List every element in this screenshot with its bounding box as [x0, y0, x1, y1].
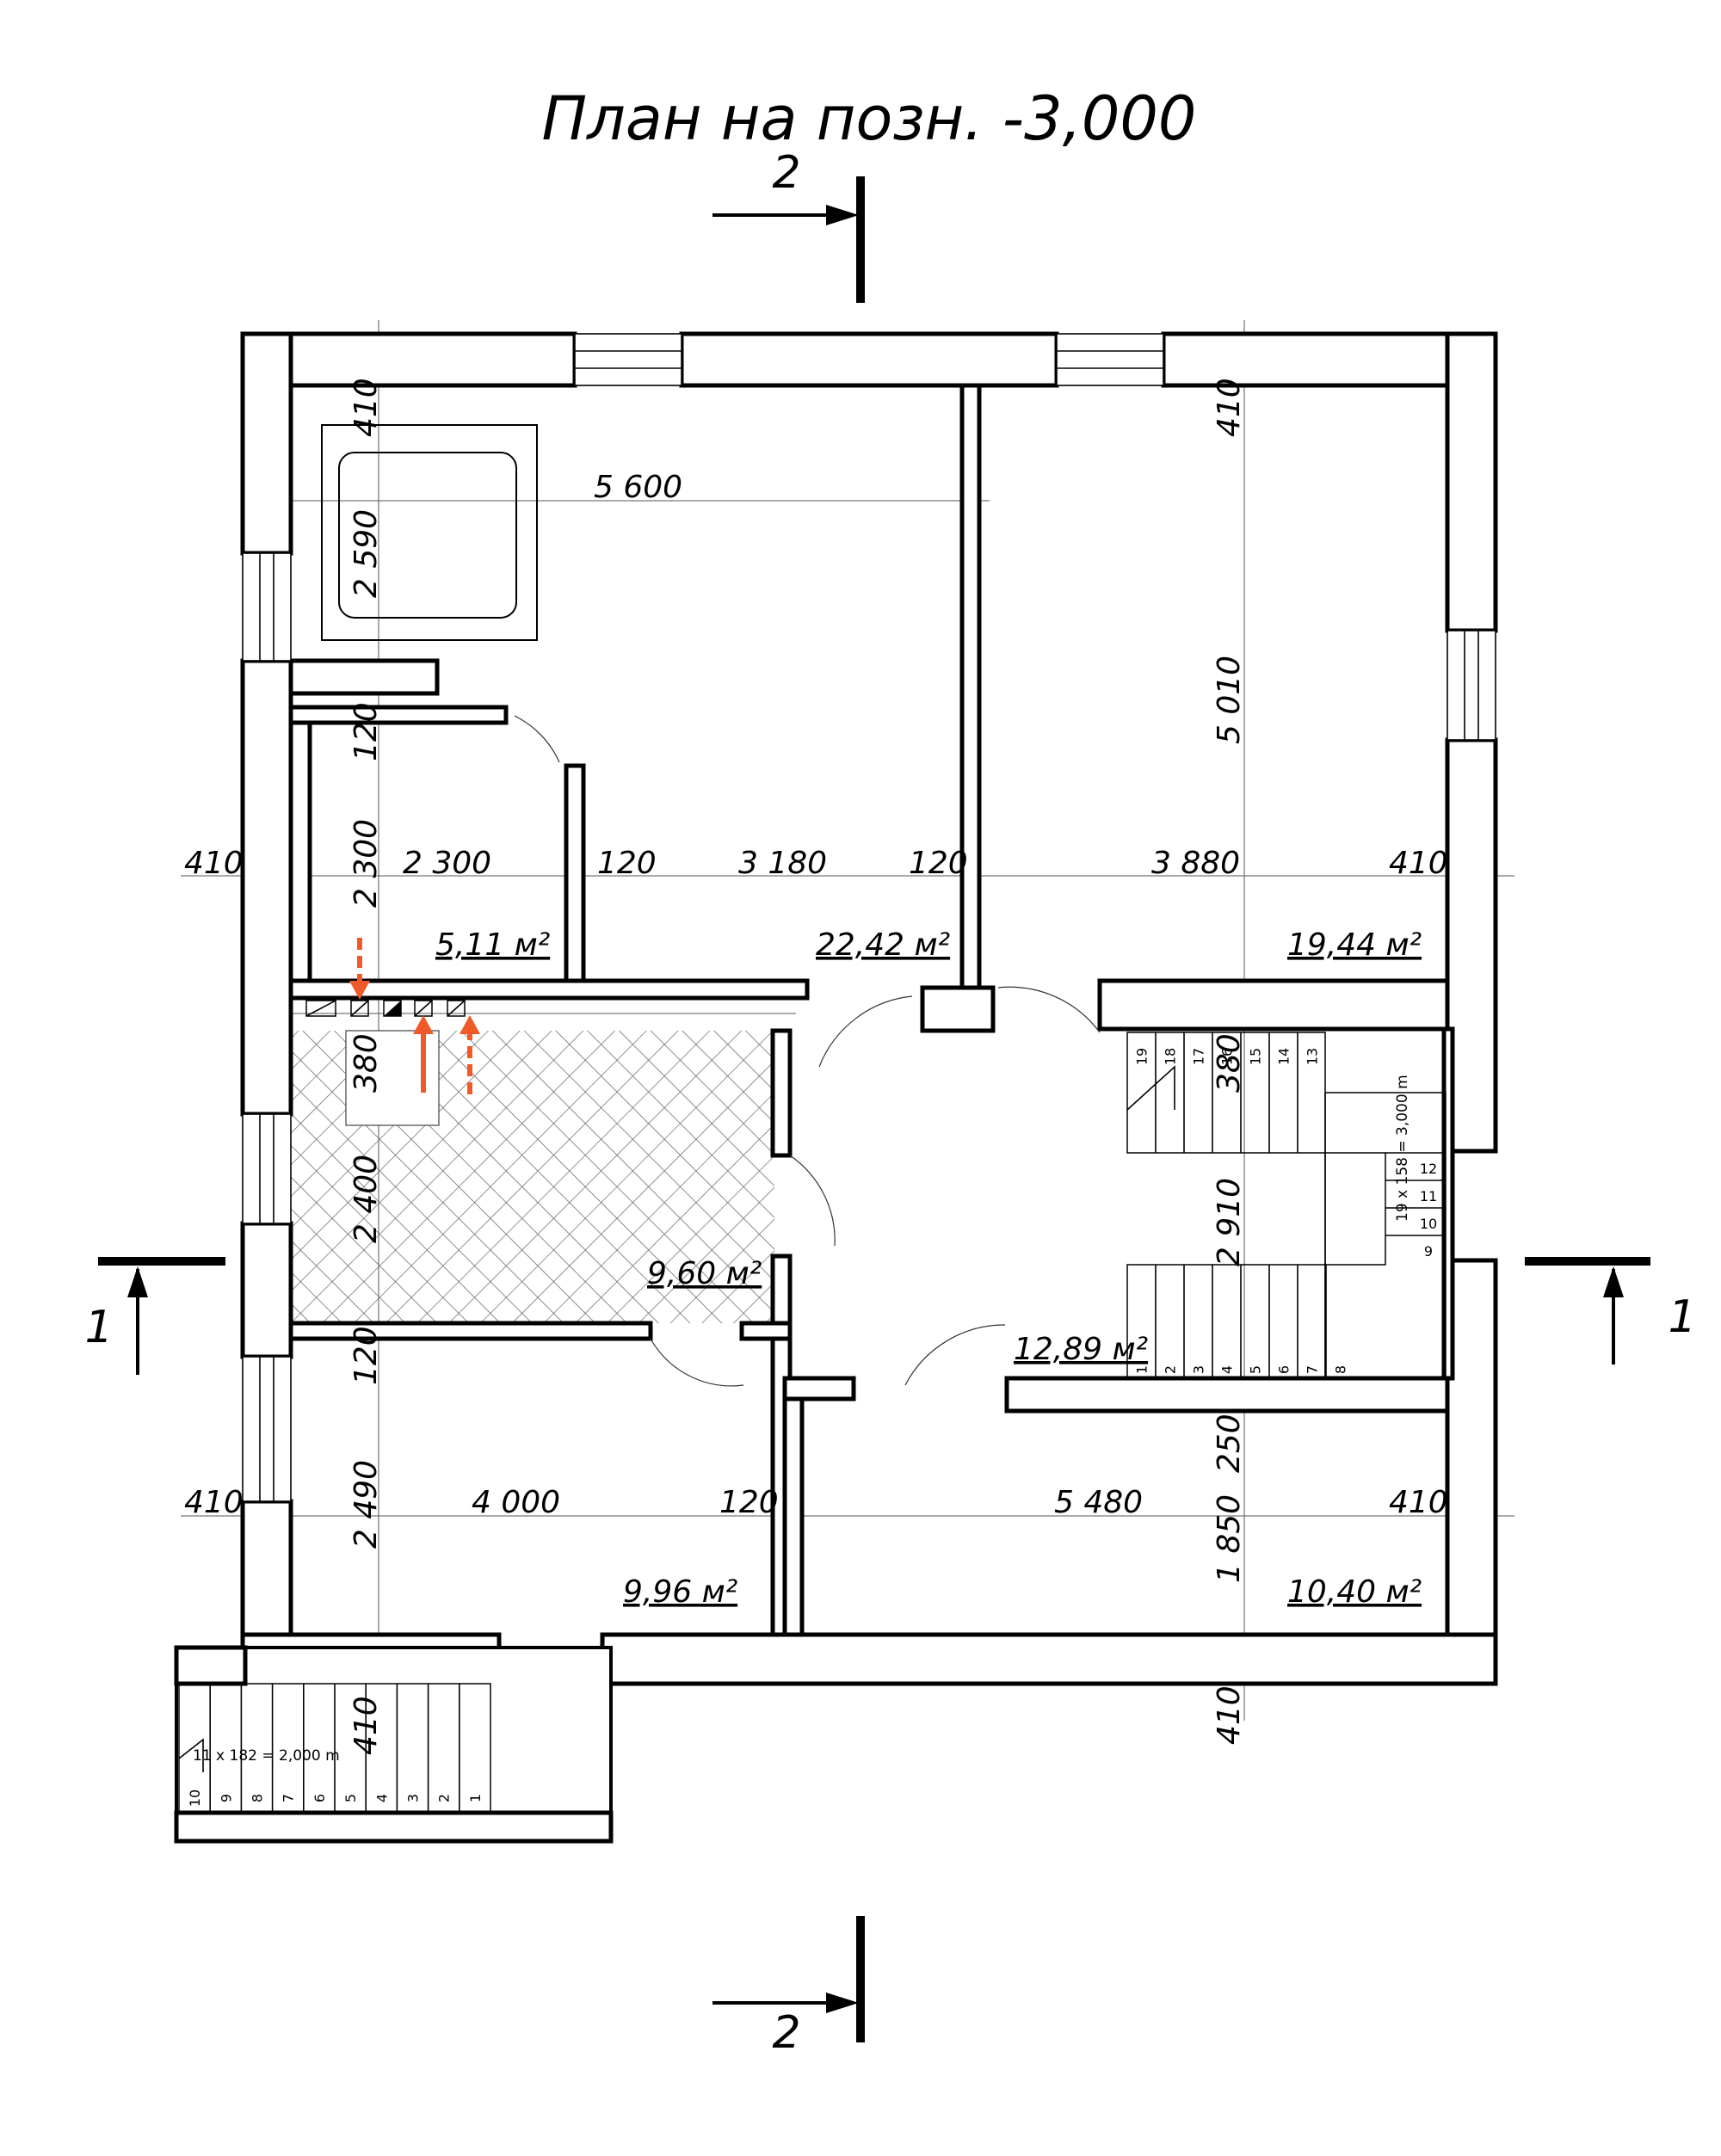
stair-step-label: 17 — [1191, 1048, 1207, 1065]
stair-entry-steps: 10 9 8 7 6 5 4 3 2 1 — [187, 1684, 484, 1813]
stair-step-label: 13 — [1305, 1048, 1321, 1065]
stair-step-label: 8 — [250, 1794, 266, 1802]
stair-step-label: 2 — [436, 1794, 453, 1802]
section-mark-1-left: 1 — [84, 1257, 225, 1375]
stair-step-label: 3 — [405, 1794, 422, 1802]
dim-left-410-upper: 410 — [184, 846, 244, 881]
dim-height-5010: 5 010 — [1212, 656, 1247, 744]
dim-height-2910: 2 910 — [1212, 1178, 1247, 1266]
dim-height-1850: 1 850 — [1212, 1494, 1247, 1583]
stair-step-label: 1 — [1134, 1365, 1150, 1374]
dim-wall-120-lower: 120 — [349, 1326, 384, 1385]
stair-step-label: 7 — [1305, 1365, 1321, 1374]
dim-height-250: 250 — [1212, 1414, 1247, 1473]
dim-right-410-lower: 410 — [1389, 1485, 1448, 1520]
dim-top-right-410: 410 — [1212, 378, 1247, 437]
stair-step-label: 4 — [1219, 1365, 1236, 1374]
stair-step-label: 11 — [1420, 1188, 1437, 1204]
stair-step-label: 5 — [1248, 1365, 1264, 1374]
windows — [242, 333, 1496, 1502]
dim-top-left-410: 410 — [349, 378, 384, 437]
dim-left-410-lower: 410 — [184, 1485, 244, 1520]
stair-step-label: 6 — [312, 1794, 328, 1802]
dim-right-410-upper: 410 — [1389, 846, 1448, 881]
dim-width-4000: 4 000 — [472, 1485, 560, 1520]
entry-staircase — [174, 1645, 614, 1844]
section-mark-1-right: 1 — [1525, 1257, 1697, 1364]
dim-bottom-410-right: 410 — [1212, 1685, 1247, 1745]
stair-step-label: 10 — [1420, 1216, 1437, 1232]
stair-step-label: 8 — [1333, 1365, 1349, 1374]
dim-width-3180: 3 180 — [738, 846, 827, 881]
stair-step-label: 4 — [373, 1794, 390, 1802]
dim-bottom-410-left: 410 — [349, 1696, 384, 1755]
stair-step-label: 16 — [1219, 1048, 1236, 1065]
section-label-2-top: 2 — [772, 147, 800, 199]
pool-fixture — [321, 424, 538, 641]
section-mark-2-bottom: 2 — [712, 1916, 865, 2059]
stair-step-label: 3 — [1191, 1365, 1207, 1374]
stair-step-label: 6 — [1276, 1365, 1292, 1374]
stair-main-top-steps: 19 18 17 16 15 14 13 — [1134, 1032, 1321, 1153]
dim-height-2400: 2 400 — [349, 1155, 384, 1243]
airflow-arrows — [349, 938, 480, 1094]
dim-height-2490: 2 490 — [349, 1460, 384, 1549]
dimension-lines — [181, 320, 1514, 1721]
dim-wall-120-a: 120 — [597, 846, 657, 881]
section-label-2-bottom: 2 — [772, 2007, 800, 2059]
stair-step-label: 10 — [187, 1789, 203, 1807]
stair-step-label: 9 — [1424, 1243, 1433, 1260]
area-hatched-room: 9,60 м² — [647, 1256, 762, 1291]
stair-step-label: 5 — [342, 1794, 359, 1802]
stair-main-note: 19 x 158 = 3,000 m — [1394, 1075, 1411, 1222]
stair-entry-note: 11 x 182 = 2,000 m — [193, 1747, 340, 1765]
area-hall: 12,89 м² — [1014, 1332, 1148, 1367]
walls — [240, 331, 1498, 1686]
dim-height-380: 380 — [349, 1033, 384, 1093]
stair-step-label: 19 — [1134, 1048, 1150, 1065]
stair-step-label: 15 — [1248, 1048, 1264, 1065]
stair-main-bottom-steps: 1 2 3 4 5 6 7 8 — [1134, 1265, 1349, 1378]
dim-width-2300: 2 300 — [403, 846, 491, 881]
stair-step-label: 9 — [218, 1794, 234, 1802]
stair-step-label: 1 — [467, 1794, 484, 1802]
dim-width-5600: 5 600 — [594, 470, 682, 505]
stair-step-label: 12 — [1420, 1161, 1437, 1177]
section-label-1-left: 1 — [84, 1302, 113, 1353]
area-bottom-left-room: 9,96 м² — [623, 1574, 737, 1610]
area-right-top-room: 19,44 м² — [1287, 927, 1422, 963]
area-small-room: 5,11 м² — [435, 927, 550, 963]
dim-wall-120-c: 120 — [719, 1485, 779, 1520]
main-staircase — [1126, 1032, 1447, 1379]
dim-wall-120-upper: 120 — [349, 702, 384, 761]
stair-step-label: 14 — [1276, 1048, 1292, 1065]
section-mark-2-top: 2 — [712, 147, 865, 303]
stair-main-landing-steps: 12 11 10 9 — [1420, 1161, 1437, 1260]
stair-step-label: 2 — [1163, 1365, 1179, 1374]
section-label-1-right: 1 — [1668, 1291, 1696, 1343]
dim-wall-120-b: 120 — [909, 846, 968, 881]
area-bottom-right-room: 10,40 м² — [1287, 1574, 1422, 1610]
stair-step-label: 7 — [281, 1794, 297, 1802]
stair-step-label: 18 — [1163, 1048, 1179, 1065]
dim-height-380-stair: 380 — [1212, 1033, 1247, 1093]
dim-height-2300: 2 300 — [349, 819, 384, 908]
dim-width-5480: 5 480 — [1054, 1485, 1143, 1520]
plan-title: План на позн. -3,000 — [542, 83, 1197, 154]
area-large-room: 22,42 м² — [816, 927, 950, 963]
dim-height-2590: 2 590 — [349, 509, 384, 598]
vent-ducts — [305, 1000, 466, 1017]
dim-width-3880: 3 880 — [1151, 846, 1240, 881]
